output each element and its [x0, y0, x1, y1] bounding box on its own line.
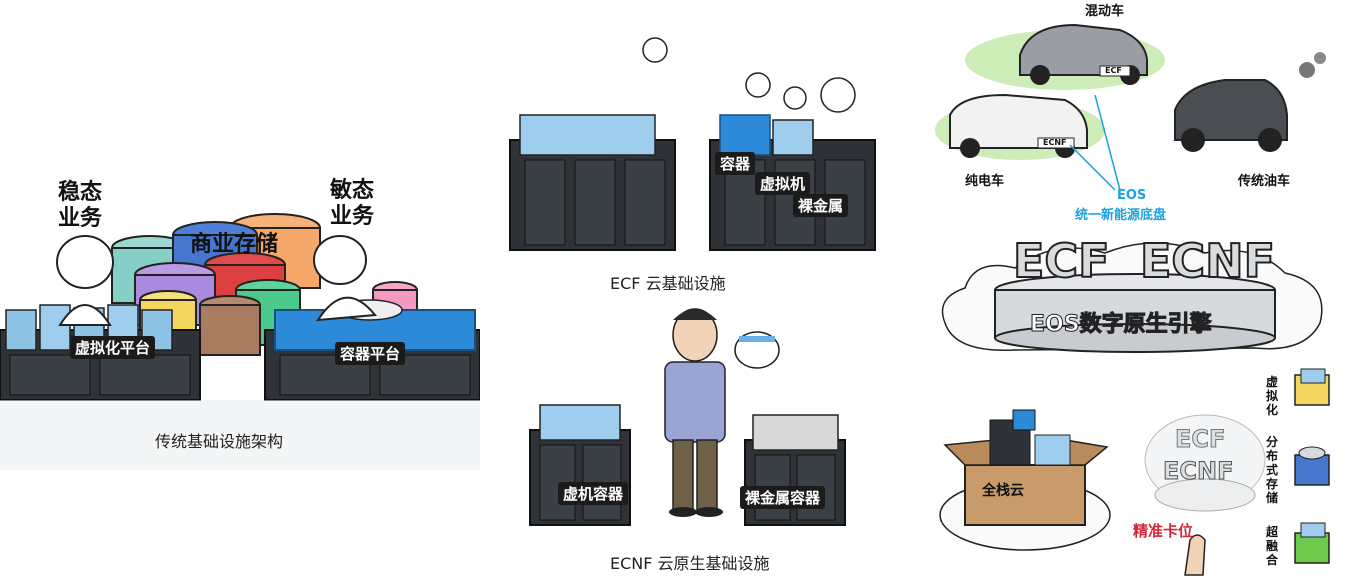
panel-ecf: 容器 虚拟机 裸金属 ECF 云基础设施: [505, 30, 885, 300]
storage-cylinders: [111, 213, 418, 356]
ecf-plate: ECF: [1105, 66, 1122, 75]
character-agile: [313, 235, 377, 322]
electric-car: [949, 93, 1088, 158]
ecf-vm-label: 虚拟机: [755, 172, 811, 195]
container-platform-label: 容器平台: [335, 342, 406, 365]
full-stack-cloud-label: 全栈云: [982, 483, 1024, 499]
panel-precise-fit: 全栈云 ECF ECNF 精准卡位 虚拟化 分布式存储 超融合: [935, 365, 1340, 585]
business-storage-label: 商业存储: [190, 232, 279, 257]
ecnf-rack-right: [744, 414, 846, 526]
ecf-caption: ECF 云基础设施: [610, 274, 726, 293]
virtualization-platform-label: 虚拟化平台: [70, 336, 156, 359]
precise-fit-illustration: [939, 368, 1330, 576]
fuel-car: [1174, 52, 1326, 152]
engine-name-label: EOS数字原生引擎: [1030, 312, 1213, 338]
eos-label: EOS: [1117, 188, 1147, 203]
bare-metal-container-label: 裸金属容器: [740, 486, 826, 509]
traditional-caption: 传统基础设施架构: [155, 432, 284, 451]
hybrid-car: [1019, 23, 1148, 85]
ecf-bare-metal-label: 裸金属: [793, 194, 849, 217]
engine-ecf-label: ECF: [1012, 233, 1111, 289]
traditional-illustration: [0, 213, 480, 470]
stack-ecnf-label: ECNF: [1163, 457, 1234, 486]
presenter-person: [664, 308, 780, 517]
distributed-storage-label: 分布式存储: [1265, 435, 1278, 505]
steady-business-label: 稳态 业务: [58, 180, 103, 231]
ecf-illustration: [509, 37, 876, 251]
fuel-car-label: 传统油车: [1238, 174, 1291, 189]
hybrid-car-label: 混动车: [1085, 4, 1125, 19]
vm-container-label: 虚机容器: [558, 482, 629, 505]
ecf-characters: [642, 37, 856, 113]
stack-ecf-label: ECF: [1174, 425, 1226, 454]
agile-business-label: 敏态 业务: [330, 178, 375, 229]
panel-eos-engine: ECF ECNF EOS数字原生引擎: [935, 228, 1340, 363]
virtualization-servers: [0, 304, 201, 401]
panel-eos-cars: 混动车 纯电车 传统油车 ECF ECNF EOS 统一新能源底盘: [935, 0, 1340, 225]
ecnf-rack-left: [529, 404, 631, 526]
precise-fit-label: 精准卡位: [1133, 522, 1194, 540]
ecf-rack-left: [509, 114, 676, 251]
panel-ecnf: 虚机容器 裸金属容器 ECNF 云原生基础设施: [525, 300, 865, 580]
engine-illustration: [941, 242, 1323, 353]
panel-traditional: 稳态 业务 敏态 业务 商业存储 虚拟化平台 容器平台 传统基础设施架构: [0, 150, 480, 470]
character-steady: [56, 235, 114, 326]
ecnf-caption: ECNF 云原生基础设施: [610, 554, 770, 573]
ecnf-illustration: [529, 308, 846, 526]
ecf-container-label: 容器: [715, 152, 756, 175]
eos-chassis-label: 统一新能源底盘: [1075, 208, 1167, 223]
cars-illustration: [935, 23, 1326, 191]
virtualization-label: 虚拟化: [1265, 375, 1278, 417]
engine-ecnf-label: ECNF: [1139, 233, 1276, 289]
ecnf-plate: ECNF: [1043, 138, 1067, 147]
hyper-converged-label: 超融合: [1265, 525, 1278, 567]
electric-car-label: 纯电车: [965, 174, 1005, 189]
